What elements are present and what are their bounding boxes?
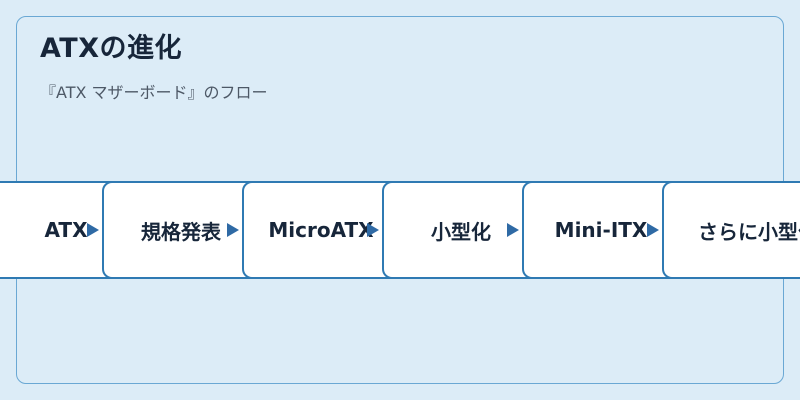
flow-node-mini-itx: Mini-ITX (522, 181, 680, 279)
diagram-title: ATXの進化 (40, 33, 183, 64)
flow-node-label: さらに小型化 (698, 219, 800, 244)
flow-node-further-miniaturization: さらに小型化 (662, 181, 800, 279)
flow-node-label: Mini-ITX (554, 218, 648, 242)
flow-arrow-icon (647, 223, 659, 237)
flow-arrow-icon (87, 223, 99, 237)
flow-node-label: 規格発表 (141, 219, 221, 244)
flow-node-label: 小型化 (431, 219, 491, 244)
flow-arrow-icon (367, 223, 379, 237)
flow-node-spec-release: 規格発表 (102, 181, 260, 279)
diagram-subtitle: 『ATX マザーボード』のフロー (40, 83, 268, 102)
flow-node-label: ATX (44, 218, 88, 242)
flow-node-microatx: MicroATX (242, 181, 400, 279)
flow-arrow-icon (507, 223, 519, 237)
flow-node-label: MicroATX (268, 218, 374, 242)
flow-arrow-icon (227, 223, 239, 237)
